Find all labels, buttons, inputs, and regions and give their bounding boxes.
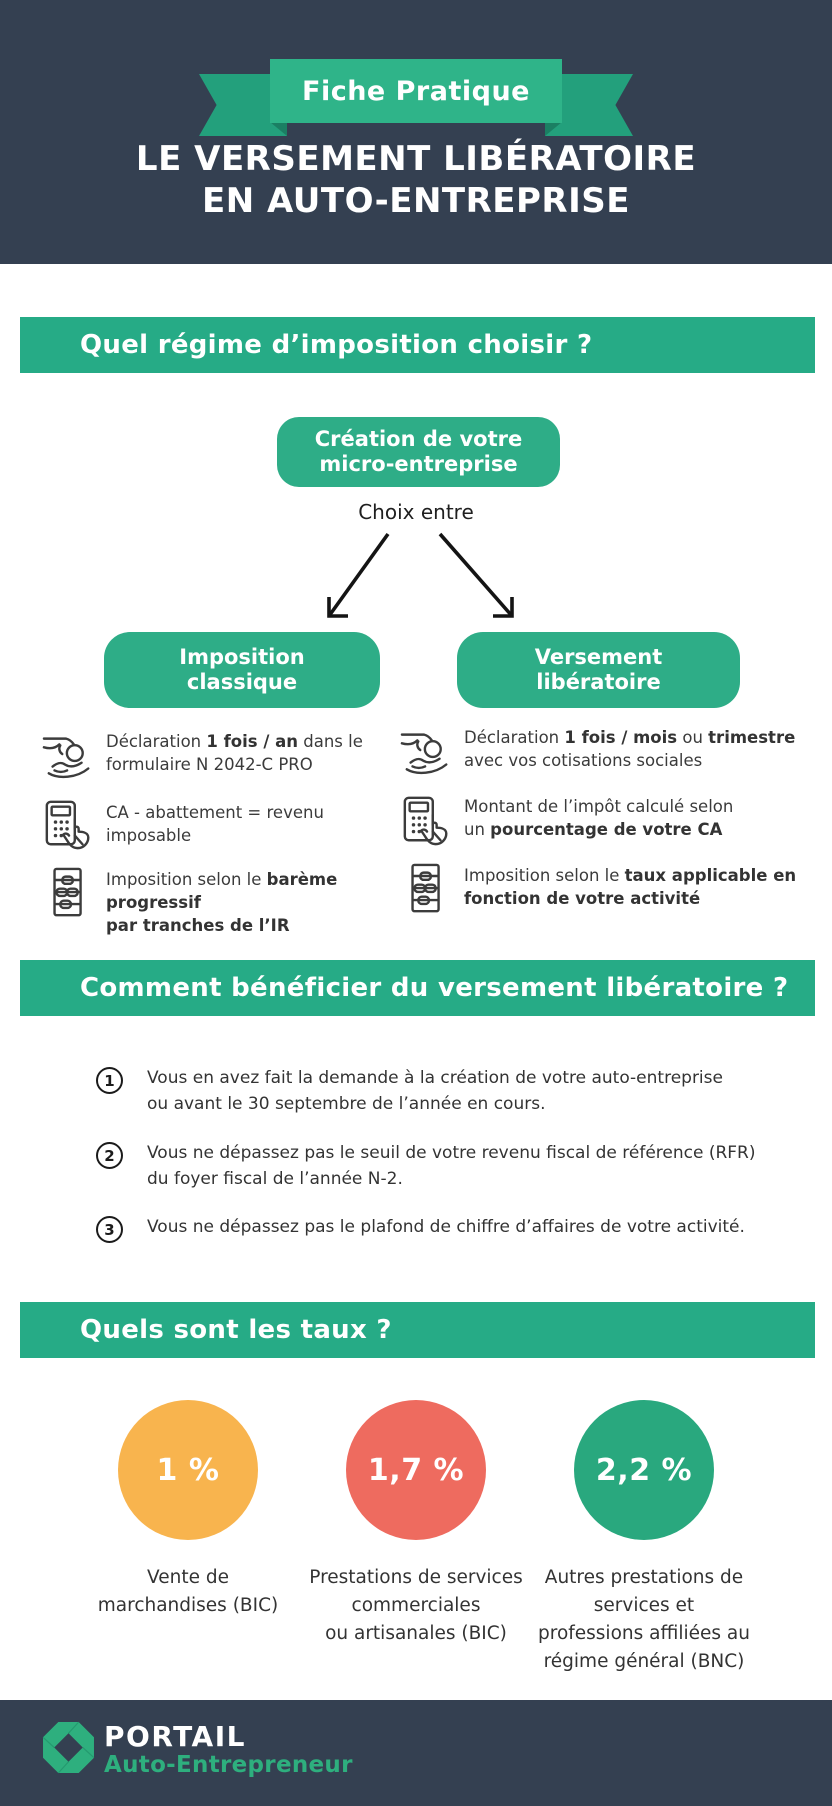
calculator-hand-icon [403,796,448,846]
page-title-line1: LE VERSEMENT LIBÉRATOIRE [135,139,697,179]
rate-autres-prestations: 2,2 % Autres prestations de services et … [530,1400,758,1676]
list-item: 2 Vous ne dépassez pas le seuil de votre… [96,1140,756,1192]
condition-text: Vous en avez fait la demande à la créati… [147,1068,723,1114]
bullet-text: CA - abattement = revenu imposable [106,803,324,845]
flow-node-right-line2: libératoire [536,670,661,694]
flow-node-right-line1: Versement [534,645,663,669]
section-title-taux: Quels sont les taux ? [20,1302,815,1358]
arrow-left-shaft [327,532,390,618]
brand-subname: Auto-Entrepreneur [104,1752,353,1778]
footer-brand: PORTAIL Auto-Entrepreneur [104,1723,353,1777]
calculator-hand-icon [45,800,90,850]
number-badge: 3 [96,1216,123,1243]
abacus-icon [411,863,440,913]
flow-node-imposition-classique: Imposition classique [104,632,380,708]
flow-choice-label: Choix entre [358,500,474,524]
rate-label: Vente de marchandises (BIC) [97,1567,279,1616]
rate-label: Autres prestations de services et profes… [538,1567,750,1672]
header-banner: Fiche Pratique LE VERSEMENT LIBÉRATOIRE … [0,0,832,264]
flow-node-left-line2: classique [186,670,298,694]
rate-circle: 1,7 % [346,1400,486,1540]
number-badge: 2 [96,1142,123,1169]
arrow-right-head [493,597,514,618]
footer [0,1700,832,1806]
rates-row: 1 % Vente de marchandises (BIC) 1,7 % Pr… [0,1400,832,1676]
flow-node-left-line1: Imposition [179,645,305,669]
arrow-left-head [327,597,348,618]
number-badge: 1 [96,1067,123,1094]
condition-text: Vous ne dépassez pas le plafond de chiff… [147,1217,745,1237]
flow-node-creation-line2: micro-entreprise [319,452,518,476]
portail-auto-entrepreneur-logo-icon [42,1721,95,1774]
page-title: LE VERSEMENT LIBÉRATOIRE EN AUTO-ENTREPR… [0,138,832,222]
ribbon-label: Fiche Pratique [270,59,562,123]
rate-circle: 1 % [118,1400,258,1540]
hand-coin-icon [400,733,448,775]
hand-coin-icon [42,737,90,779]
rate-prestations-commerciales: 1,7 % Prestations de services commercial… [302,1400,530,1676]
list-item: 3 Vous ne dépassez pas le plafond de chi… [96,1214,745,1243]
list-item: CA - abattement = revenu imposable [42,796,392,852]
brand-name: PORTAIL [104,1720,246,1753]
section-title-regime: Quel régime d’imposition choisir ? [20,317,815,373]
flow-arrows [327,532,514,618]
section-title-beneficier: Comment bénéficier du versement libérato… [20,960,815,1016]
arrow-right-shaft [438,532,514,618]
flow-node-creation-line1: Création de votre [314,427,523,451]
list-item: 1 Vous en avez fait la demande à la créa… [96,1065,723,1117]
condition-text: Vous ne dépassez pas le seuil de votre r… [147,1143,756,1189]
flow-node-creation: Création de votre micro-entreprise [277,417,560,487]
rate-label: Prestations de services commerciales ou … [309,1567,523,1644]
rate-vente-marchandises: 1 % Vente de marchandises (BIC) [74,1400,302,1676]
rate-circle: 2,2 % [574,1400,714,1540]
page-title-line2: EN AUTO-ENTREPRISE [202,181,630,221]
flow-node-versement-liberatoire: Versement libératoire [457,632,740,708]
abacus-icon [53,867,82,917]
